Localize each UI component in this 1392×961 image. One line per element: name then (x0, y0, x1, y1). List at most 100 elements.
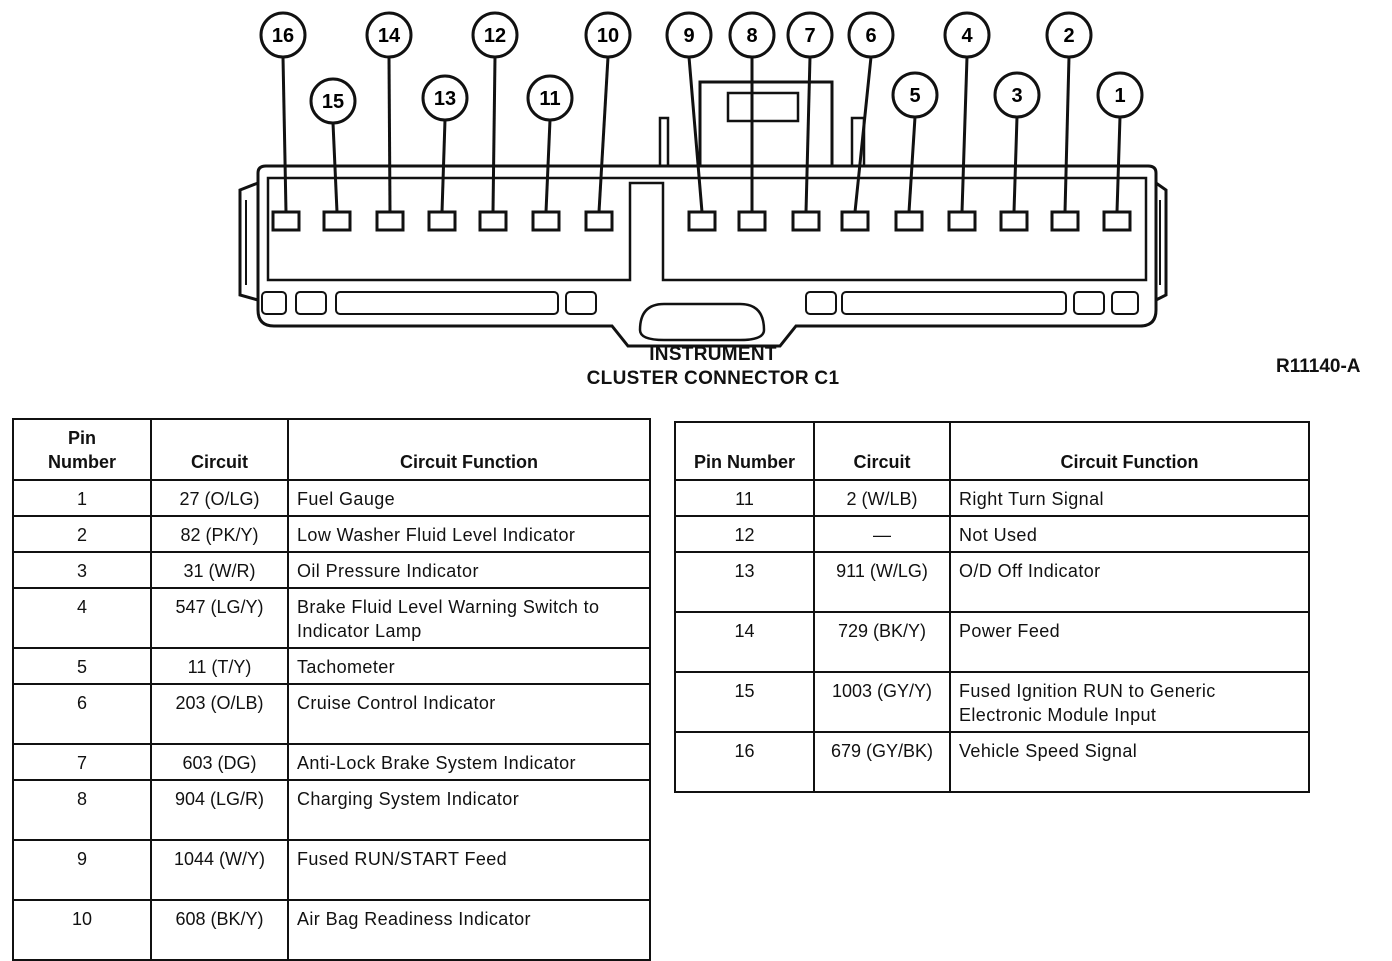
circuit-function-cell: Charging System Indicator (287, 779, 651, 841)
pin-terminal (687, 210, 717, 232)
header-circuit: Circuit (150, 418, 289, 481)
pin-leader-line (387, 56, 392, 213)
circuit-function-cell: Anti-Lock Brake System Indicator (287, 743, 651, 781)
circuit-function-cell: Vehicle Speed Signal (949, 731, 1310, 793)
pin-callout-5: 5 (891, 71, 939, 232)
pin-leader-line (544, 119, 552, 213)
pin-number-cell: 11 (674, 479, 815, 517)
pin-terminal (894, 210, 924, 232)
circuit-function-cell: O/D Off Indicator (949, 551, 1310, 613)
circuit-cell: 729 (BK/Y) (813, 611, 951, 673)
pin-callout-14: 14 (365, 11, 413, 232)
pin-number-cell: 6 (12, 683, 152, 745)
circuit-cell: 608 (BK/Y) (150, 899, 289, 961)
pin-terminal (737, 210, 767, 232)
pin-circle (1096, 71, 1144, 119)
circuit-function-cell: Air Bag Readiness Indicator (287, 899, 651, 961)
pin-leader-line (440, 119, 447, 213)
pin-number-cell: 8 (12, 779, 152, 841)
figure-id: R11140-A (1276, 356, 1361, 377)
pin-leader-line (853, 56, 873, 213)
circuit-cell: 911 (W/LG) (813, 551, 951, 613)
pin-number-label: 7 (804, 25, 815, 47)
pin-callout-4: 4 (943, 11, 991, 232)
pin-number-cell: 12 (674, 515, 815, 553)
pin-number-label: 1 (1114, 85, 1125, 107)
pin-number-label: 6 (865, 25, 876, 47)
pin-callout-7: 7 (786, 11, 834, 232)
pin-number-cell: 3 (12, 551, 152, 589)
pin-circle (1045, 11, 1093, 59)
pin-terminal (531, 210, 561, 232)
pin-number-label: 10 (597, 25, 619, 47)
pin-callout-3: 3 (993, 71, 1041, 232)
circuit-function-cell: Cruise Control Indicator (287, 683, 651, 745)
table-row: 12—Not Used (674, 515, 1310, 553)
pin-number-label: 15 (322, 91, 344, 113)
pin-number-cell: 4 (12, 587, 152, 649)
circuit-function-cell: Oil Pressure Indicator (287, 551, 651, 589)
circuit-cell: 27 (O/LG) (150, 479, 289, 517)
pin-leader-line (1063, 56, 1071, 213)
pin-circle (891, 71, 939, 119)
pin-number-label: 8 (746, 25, 757, 47)
pin-leader-line (331, 122, 339, 213)
circuit-cell: 203 (O/LB) (150, 683, 289, 745)
pin-terminal (1050, 210, 1080, 232)
pin-number-cell: 1 (12, 479, 152, 517)
pin-number-label: 12 (484, 25, 506, 47)
pin-callout-1: 1 (1096, 71, 1144, 232)
circuit-function-cell: Brake Fluid Level Warning Switch to Indi… (287, 587, 651, 649)
pin-leader-line (907, 116, 917, 213)
circuit-function-cell: Fuel Gauge (287, 479, 651, 517)
pin-callout-12: 12 (471, 11, 519, 232)
pin-number-label: 9 (683, 25, 694, 47)
pin-number-label: 5 (909, 85, 920, 107)
circuit-cell: 1003 (GY/Y) (813, 671, 951, 733)
pin-number-cell: 5 (12, 647, 152, 685)
circuit-cell: 1044 (W/Y) (150, 839, 289, 901)
pin-number-label: 11 (539, 88, 560, 110)
pin-circle (847, 11, 895, 59)
pin-callout-11: 11 (526, 74, 574, 232)
pin-callout-16: 16 (259, 11, 307, 232)
pin-terminal (791, 210, 821, 232)
header-pin-number: Pin Number (674, 421, 815, 481)
circuit-function-cell: Fused RUN/START Feed (287, 839, 651, 901)
pin-number-cell: 15 (674, 671, 815, 733)
pin-terminal (271, 210, 301, 232)
pin-circle (365, 11, 413, 59)
pin-number-cell: 14 (674, 611, 815, 673)
pin-callout-9: 9 (665, 11, 717, 232)
circuit-cell: — (813, 515, 951, 553)
pin-leader-line (960, 56, 969, 213)
pin-number-cell: 16 (674, 731, 815, 793)
pin-circle (471, 11, 519, 59)
pin-circle (526, 74, 574, 122)
pin-callout-6: 6 (840, 11, 895, 232)
pin-number-cell: 13 (674, 551, 815, 613)
pin-circle (421, 74, 469, 122)
circuit-cell: 603 (DG) (150, 743, 289, 781)
pin-leader-line (804, 56, 812, 213)
pin-terminal (999, 210, 1029, 232)
circuit-cell: 904 (LG/R) (150, 779, 289, 841)
pin-callout-13: 13 (421, 74, 469, 232)
circuit-function-cell: Fused Ignition RUN to Generic Electronic… (949, 671, 1310, 733)
pin-number-label: 14 (378, 25, 401, 47)
pin-number-cell: 10 (12, 899, 152, 961)
circuit-cell: 31 (W/R) (150, 551, 289, 589)
pin-leader-line (597, 56, 610, 213)
